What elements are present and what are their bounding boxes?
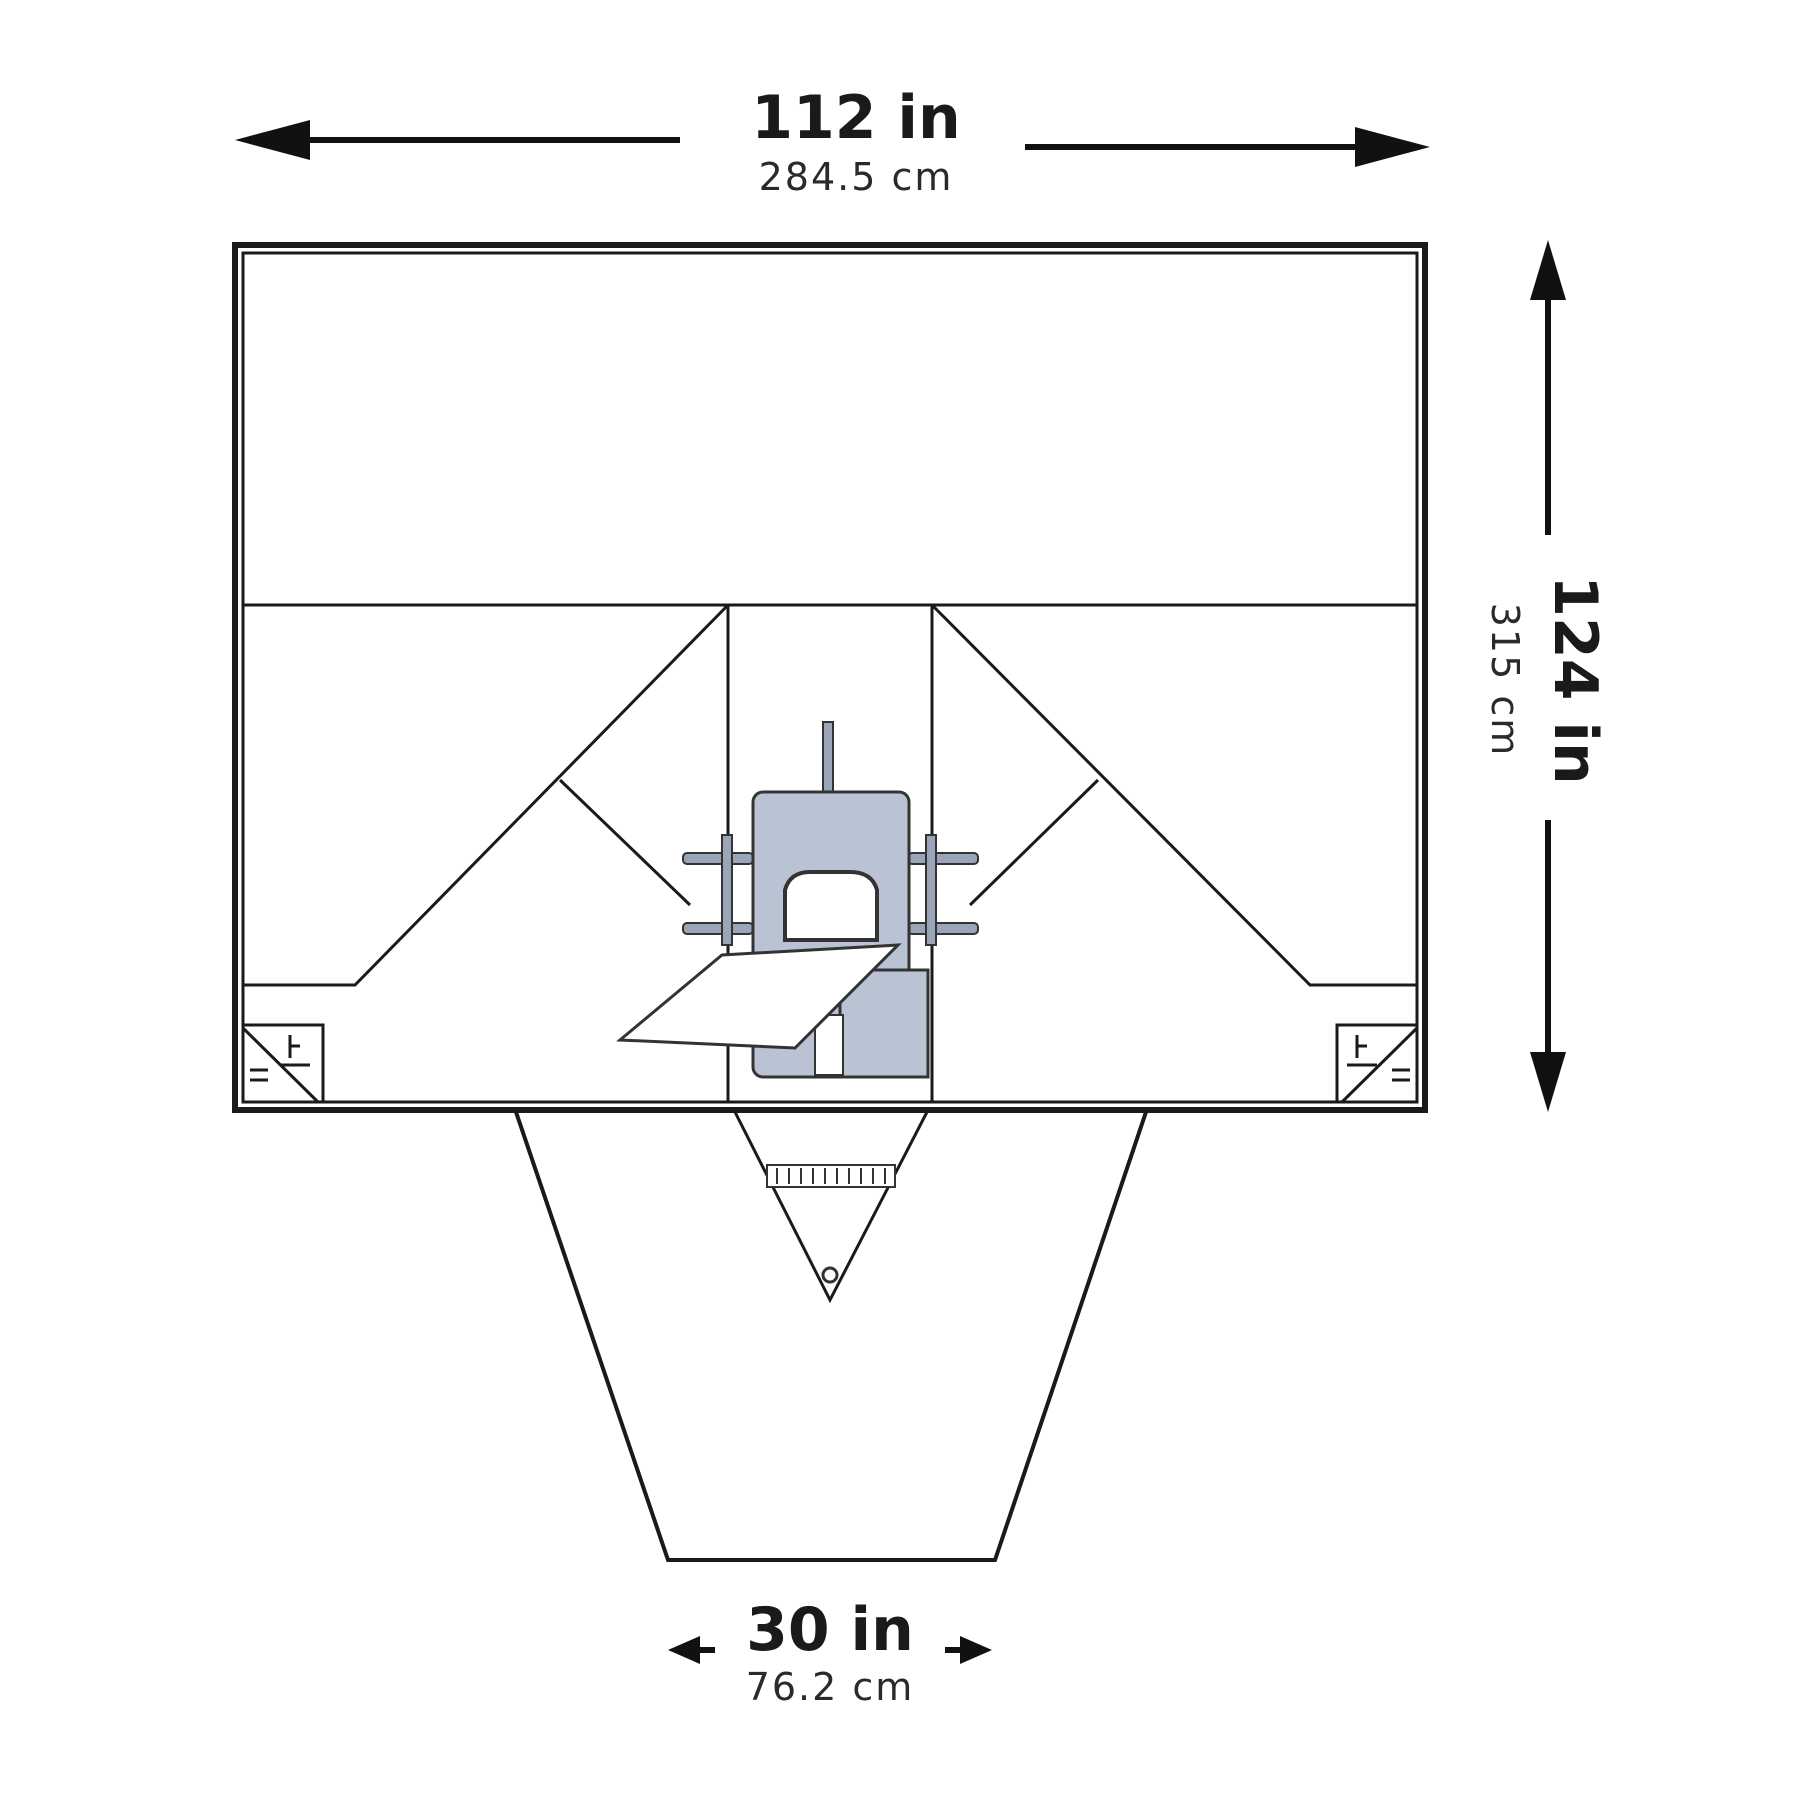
drape-body bbox=[232, 242, 1428, 1113]
height-secondary-label: 315 cm bbox=[1483, 603, 1527, 758]
width-primary-label: 112 in bbox=[751, 83, 960, 153]
tube-holder-left bbox=[682, 834, 754, 946]
height-dimension: 124 in 315 cm bbox=[1483, 240, 1610, 1112]
top-stem bbox=[822, 721, 834, 793]
left-wing-inner-fold bbox=[558, 778, 692, 907]
width-dimension: 112 in 284.5 cm bbox=[235, 83, 1430, 199]
bottom-arrow-left-head bbox=[668, 1636, 700, 1664]
height-primary-label: 124 in bbox=[1540, 575, 1610, 784]
pouch-slot bbox=[814, 1014, 844, 1076]
width-arrow-right-head bbox=[1355, 127, 1430, 167]
left-wing-outer-fold bbox=[243, 603, 730, 987]
bottom-arrow-right-head bbox=[960, 1636, 992, 1664]
bottom-primary-label: 30 in bbox=[746, 1595, 914, 1665]
corner-tab-right bbox=[1335, 1023, 1419, 1104]
folded-flap bbox=[616, 943, 902, 1050]
right-wing-inner-fold bbox=[968, 778, 1100, 907]
tube-holder-right bbox=[907, 834, 979, 946]
bottom-dimension: 30 in 76.2 cm bbox=[668, 1595, 992, 1709]
drape-extension bbox=[514, 1111, 1148, 1562]
right-wing-outer-fold bbox=[930, 603, 1417, 987]
width-arrow-left-head bbox=[235, 120, 310, 160]
fenestration-assembly bbox=[616, 721, 979, 1079]
adhesive-strip-hatch bbox=[776, 1168, 886, 1184]
drape-inner-border bbox=[241, 251, 1419, 1104]
corner-tab-left bbox=[241, 1023, 325, 1104]
extension-outline bbox=[514, 1111, 1148, 1562]
drape-outer-border bbox=[232, 242, 1428, 1113]
height-arrow-top-head bbox=[1530, 240, 1566, 300]
width-secondary-label: 284.5 cm bbox=[759, 155, 954, 199]
extension-grommet bbox=[821, 1266, 839, 1284]
bottom-secondary-label: 76.2 cm bbox=[746, 1665, 915, 1709]
adhesive-strip bbox=[766, 1164, 896, 1188]
fenestration-opening bbox=[783, 870, 879, 942]
height-arrow-bottom-head bbox=[1530, 1052, 1566, 1112]
